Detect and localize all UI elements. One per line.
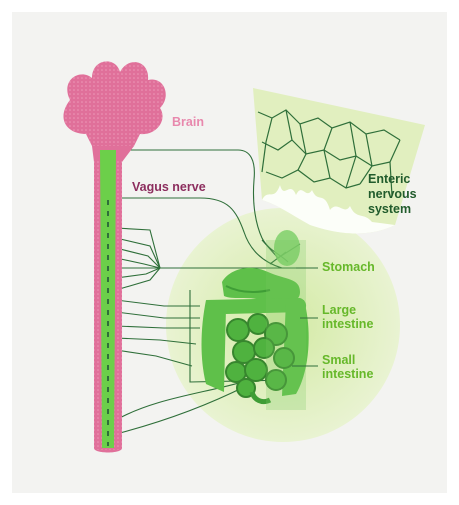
large-intestine-left [202, 300, 227, 392]
enteric-label-line1: Enteric [368, 172, 410, 186]
enteric-label-line2: nervous [368, 187, 417, 201]
gut-highlight [266, 240, 306, 410]
stomach-label: Stomach [322, 260, 375, 274]
vagus-nerve-label: Vagus nerve [132, 180, 206, 194]
small-intestine-label-line1: Small [322, 353, 355, 367]
large-intestine-label-line2: intestine [322, 317, 373, 331]
large-intestine-label-line1: Large [322, 303, 356, 317]
small-intestine-label-line2: intestine [322, 367, 373, 381]
brain-label: Brain [172, 115, 204, 129]
enteric-label-line3: system [368, 202, 411, 216]
